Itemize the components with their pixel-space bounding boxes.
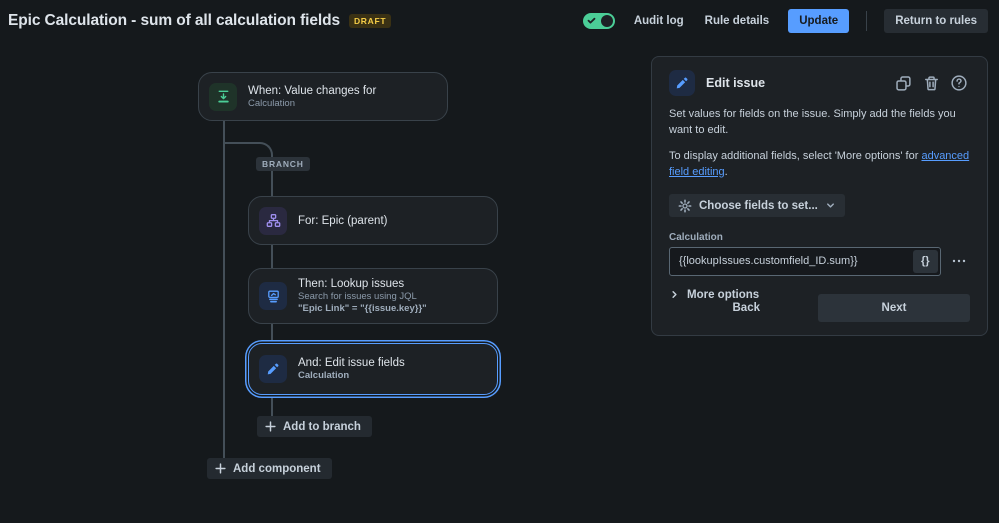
calculation-field-label: Calculation xyxy=(669,231,723,243)
advanced-field-editing-link[interactable]: advanced field editing xyxy=(669,150,970,178)
chevron-down-icon xyxy=(826,203,834,208)
plus-icon xyxy=(215,463,226,474)
choose-fields-dropdown[interactable]: Choose fields to set... xyxy=(669,194,845,217)
panel-header: Edit issue xyxy=(669,70,970,96)
status-badge: DRAFT xyxy=(348,14,392,28)
rule-details-button[interactable]: Rule details xyxy=(703,11,772,31)
plus-icon xyxy=(265,421,276,432)
hierarchy-icon xyxy=(259,206,287,235)
header-actions: Audit log Rule details Update Return to … xyxy=(582,9,988,33)
update-button[interactable]: Update xyxy=(788,9,850,33)
help-button[interactable] xyxy=(948,72,970,94)
node-title: Then: Lookup issues xyxy=(298,278,405,290)
ellipsis-icon xyxy=(953,259,966,263)
node-subtitle: Calculation xyxy=(248,97,295,109)
rule-enabled-toggle[interactable] xyxy=(582,13,615,29)
input-wrap: {} xyxy=(669,246,941,276)
more-options-expander[interactable]: More options xyxy=(669,289,759,301)
calculation-field-row: {} xyxy=(669,246,970,276)
return-to-rules-button[interactable]: Return to rules xyxy=(884,9,988,33)
choose-fields-label: Choose fields to set... xyxy=(699,199,818,212)
gear-icon xyxy=(678,199,692,212)
duplicate-icon xyxy=(895,75,911,91)
node-title: For: Epic (parent) xyxy=(298,214,388,227)
add-to-branch-label: Add to branch xyxy=(283,420,361,433)
pencil-icon xyxy=(259,355,287,383)
panel-header-actions xyxy=(892,72,970,94)
trash-icon xyxy=(924,75,938,90)
description-text: . xyxy=(724,165,728,178)
node-trigger[interactable]: When: Value changes for Calculation xyxy=(198,72,448,121)
node-text: And: Edit issue fields Calculation xyxy=(298,357,405,381)
header: Epic Calculation - sum of all calculatio… xyxy=(0,0,999,42)
node-for-branch[interactable]: For: Epic (parent) xyxy=(248,196,498,245)
node-lookup-issues[interactable]: Then: Lookup issues Search for issues us… xyxy=(248,268,498,324)
field-more-menu-button[interactable] xyxy=(949,250,970,272)
node-title: When: Value changes for xyxy=(248,84,377,97)
panel-footer: Back Next xyxy=(725,294,970,322)
duplicate-button[interactable] xyxy=(892,72,914,94)
delete-button[interactable] xyxy=(920,72,942,94)
audit-log-button[interactable]: Audit log xyxy=(632,11,686,31)
page-title: Epic Calculation - sum of all calculatio… xyxy=(8,12,340,29)
connector-main-line xyxy=(223,121,225,461)
node-subtitle: Calculation xyxy=(298,370,350,381)
calculation-value-input[interactable] xyxy=(669,246,941,276)
add-to-branch-button[interactable]: Add to branch xyxy=(257,416,372,437)
node-edit-issue[interactable]: And: Edit issue fields Calculation xyxy=(248,343,498,395)
title-wrap: Epic Calculation - sum of all calculatio… xyxy=(8,12,392,30)
node-text: For: Epic (parent) xyxy=(298,215,387,227)
add-component-button[interactable]: Add component xyxy=(207,458,332,479)
pencil-icon xyxy=(669,70,695,96)
branch-badge: BRANCH xyxy=(256,157,310,171)
check-icon xyxy=(587,17,596,24)
description-text: To display additional fields, select 'Mo… xyxy=(669,150,922,162)
node-subtitle: Search for issues using JQL xyxy=(298,291,417,302)
question-circle-icon xyxy=(951,75,967,91)
smart-values-button[interactable]: {} xyxy=(912,249,938,273)
divider xyxy=(866,11,868,31)
value-changed-icon xyxy=(209,82,237,111)
edit-issue-panel: Edit issue xyxy=(651,56,988,336)
panel-description-2: To display additional fields, select 'Mo… xyxy=(669,149,973,180)
node-jql: "Epic Link" = "{{issue.key}}" xyxy=(298,303,427,314)
lookup-issues-icon xyxy=(259,282,287,310)
toggle-knob xyxy=(600,15,613,27)
node-title: And: Edit issue fields xyxy=(298,357,405,369)
node-text: Then: Lookup issues Search for issues us… xyxy=(298,278,427,314)
panel-title: Edit issue xyxy=(706,76,766,90)
more-options-label: More options xyxy=(687,288,760,301)
add-component-label: Add component xyxy=(233,462,321,475)
panel-description: Set values for fields on the issue. Simp… xyxy=(669,108,956,136)
chevron-right-icon xyxy=(672,291,677,298)
node-text: When: Value changes for Calculation xyxy=(248,85,376,109)
back-button[interactable]: Back xyxy=(725,298,769,318)
next-button[interactable]: Next xyxy=(818,294,970,322)
